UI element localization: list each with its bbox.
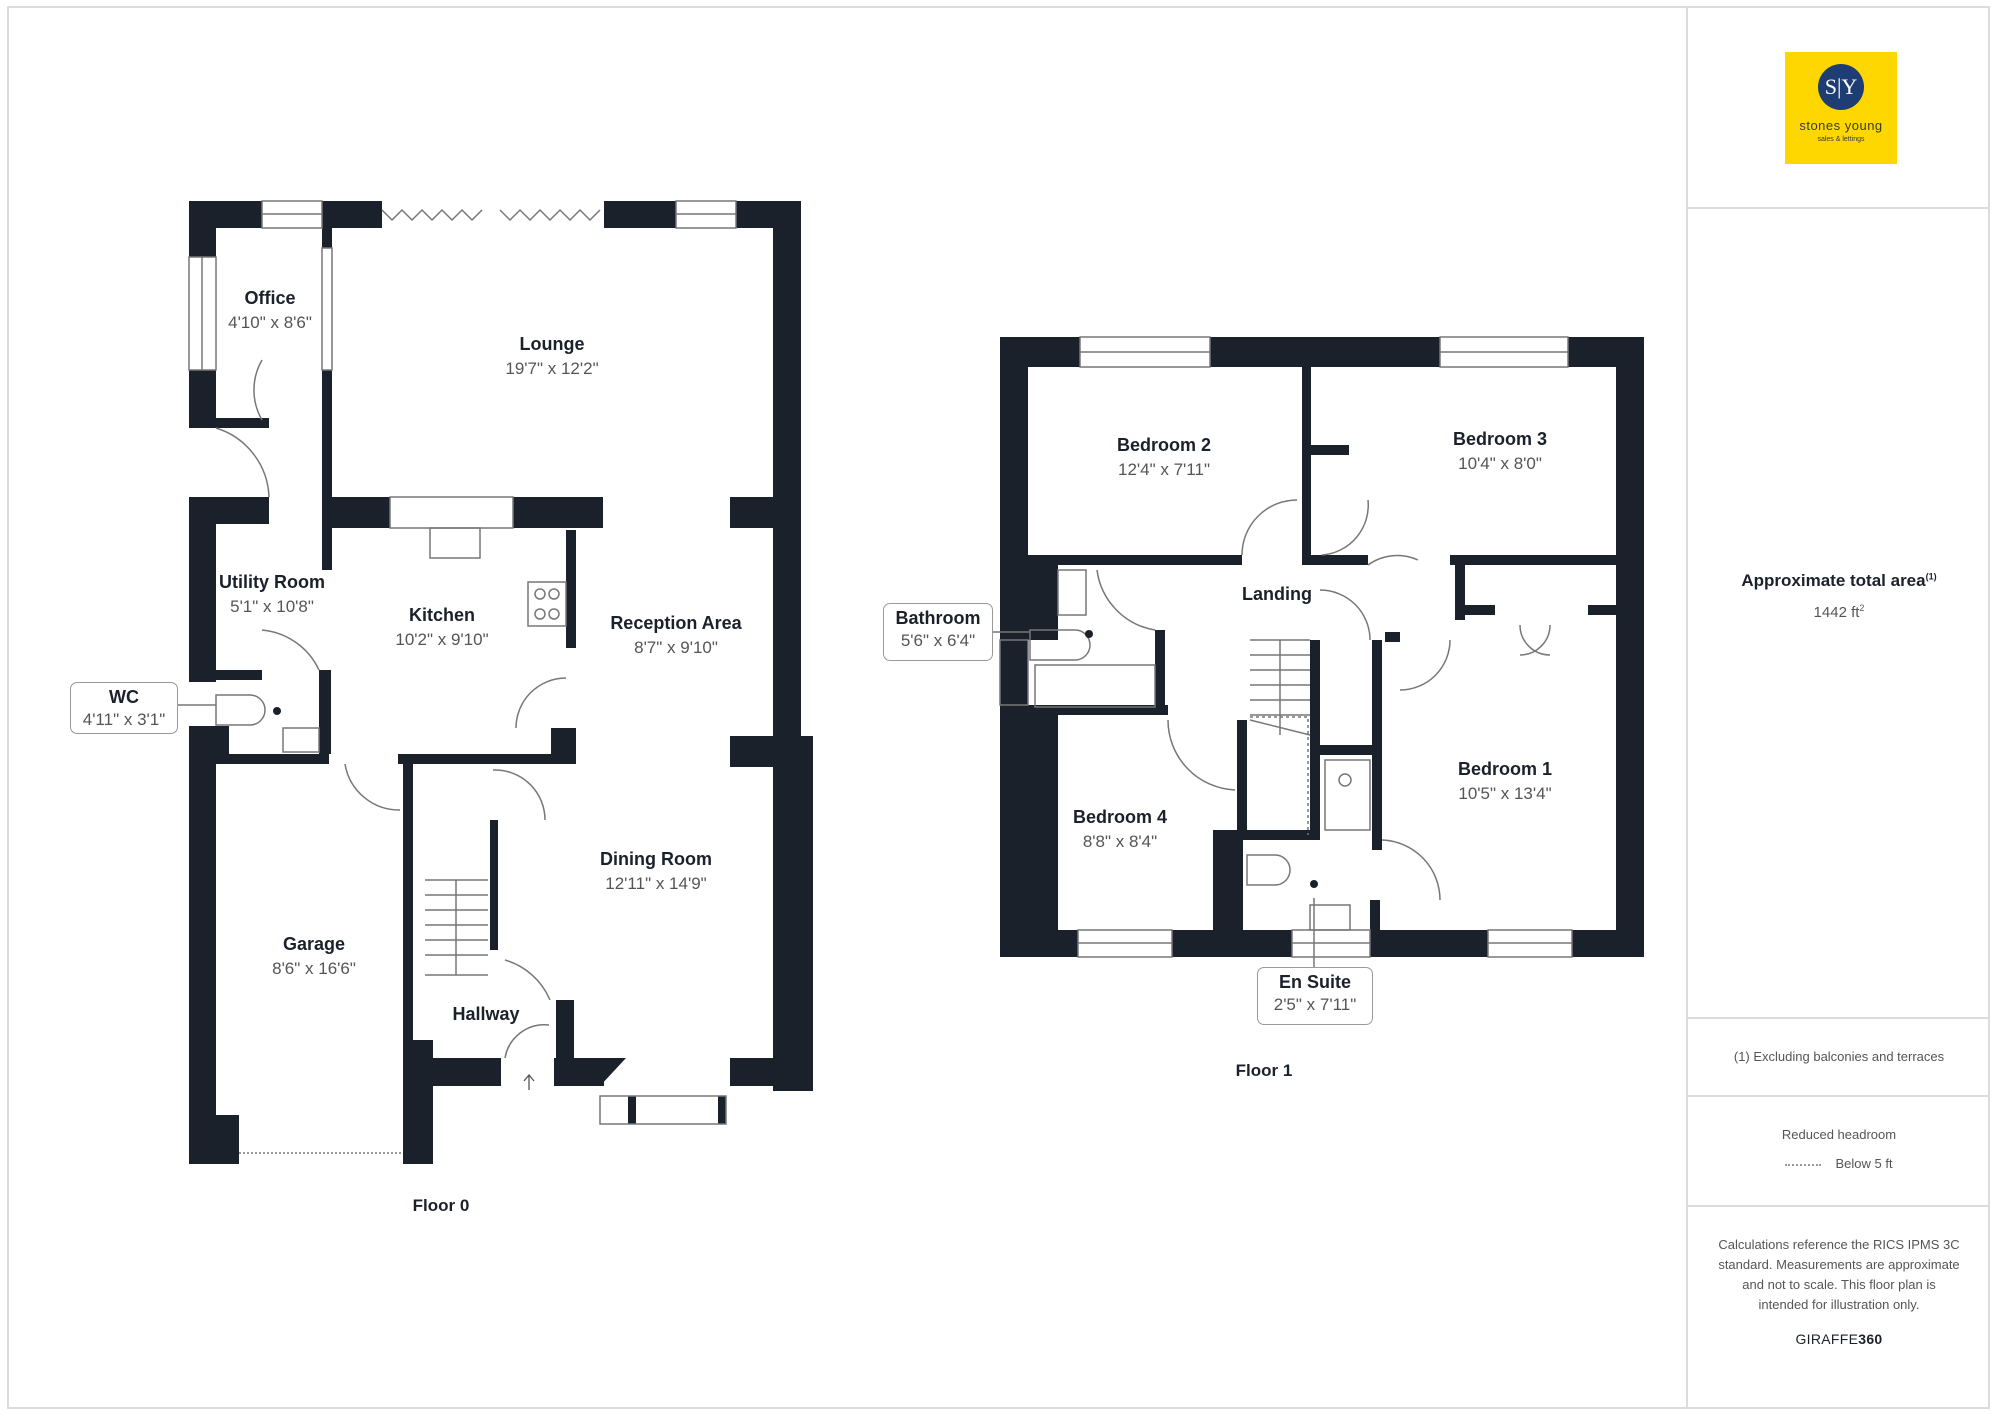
room-dims: 8'7" x 9'10" [634, 638, 718, 657]
room-name: Landing [1242, 584, 1312, 604]
area-unit-sup: 2 [1859, 603, 1865, 613]
room-name: Garage [282, 934, 346, 954]
room-name: Bedroom 3 [1452, 429, 1548, 449]
provider-prefix: GIRAFFE [1795, 1331, 1859, 1347]
logo-monogram: S|Y [1818, 64, 1864, 110]
room-dims: 5'6" x 6'4" [900, 631, 976, 650]
disclaimer-text: Calculations reference the RICS IPMS 3C … [1718, 1237, 1960, 1312]
page-frame [7, 6, 1990, 1409]
room-label-reception-area: Reception Area 8'7" x 9'10" [610, 613, 741, 658]
room-name: En Suite [1278, 972, 1351, 992]
room-name: Office [244, 288, 296, 308]
room-name: Hallway [452, 1004, 520, 1024]
room-label-hallway: Hallway [452, 1004, 519, 1025]
dotted-line-icon [1785, 1163, 1822, 1166]
room-label-lounge: Lounge 19'7" x 12'2" [505, 334, 598, 379]
room-label-garage: Garage 8'6" x 16'6" [272, 934, 356, 979]
headroom-legend: Below 5 ft [1688, 1156, 1990, 1171]
room-label-bedroom-4: Bedroom 4 8'8" x 8'4" [1073, 807, 1167, 852]
logo-section: S|Y stones young sales & lettings [1688, 6, 1990, 209]
room-callout-en-suite: En Suite 2'5" x 7'11" [1257, 967, 1373, 1025]
room-name: Bathroom [895, 608, 981, 628]
room-label-office: Office 4'10" x 8'6" [228, 288, 312, 333]
room-dims: 8'6" x 16'6" [272, 959, 356, 978]
room-dims: 4'11" x 3'1" [82, 710, 166, 729]
room-name: Bedroom 4 [1072, 807, 1168, 827]
room-name: WC [109, 687, 139, 707]
area-footnote-marker: (1) [1925, 571, 1937, 582]
room-dims: 12'11" x 14'9" [605, 874, 707, 893]
room-label-utility-room: Utility Room 5'1" x 10'8" [219, 572, 325, 617]
room-dims: 5'1" x 10'8" [230, 597, 314, 616]
floor-0-windows [188, 200, 737, 1154]
room-dims: 12'4" x 7'11" [1118, 460, 1210, 479]
room-name: Bedroom 1 [1457, 759, 1553, 779]
headroom-section: Reduced headroom Below 5 ft [1688, 1097, 1990, 1207]
info-sidebar: S|Y stones young sales & lettings Approx… [1686, 6, 1990, 1409]
disclaimer-section: Calculations reference the RICS IPMS 3C … [1688, 1207, 1990, 1409]
footnote-text: (1) Excluding balconies and terraces [1733, 1049, 1945, 1064]
provider-suffix: 360 [1858, 1331, 1883, 1347]
room-name: Utility Room [219, 572, 325, 592]
room-callout-bathroom: Bathroom 5'6" x 6'4" [883, 603, 993, 661]
room-dims: 10'5" x 13'4" [1458, 784, 1552, 803]
headroom-title: Reduced headroom [1781, 1127, 1897, 1142]
provider-brand: GIRAFFE360 [1688, 1331, 1990, 1347]
room-dims: 2'5" x 7'11" [1273, 995, 1357, 1014]
room-name: Lounge [519, 334, 585, 354]
floor-1-label: Floor 1 [1235, 1061, 1293, 1080]
entrance-arrow-icon [523, 1073, 535, 1090]
room-label-landing: Landing [1242, 584, 1312, 605]
area-section: Approximate total area(1) 1442 ft2 [1688, 209, 1990, 1019]
room-dims: 10'4" x 8'0" [1458, 454, 1542, 473]
floor-1-walls [1000, 337, 1644, 957]
area-title: Approximate total area(1) [1688, 571, 1990, 591]
room-dims: 8'8" x 8'4" [1082, 832, 1158, 851]
logo-tagline: sales & lettings [1817, 136, 1865, 143]
room-name: Bedroom 2 [1116, 435, 1212, 455]
room-dims: 10'2" x 9'10" [395, 630, 489, 649]
area-title-text: Approximate total area [1741, 571, 1926, 590]
room-label-bedroom-1: Bedroom 1 10'5" x 13'4" [1458, 759, 1552, 804]
stones-young-logo: S|Y stones young sales & lettings [1785, 52, 1897, 164]
room-name: Dining Room [600, 849, 712, 869]
room-label-bedroom-3: Bedroom 3 10'4" x 8'0" [1453, 429, 1547, 474]
area-value: 1442 ft2 [1688, 603, 1990, 621]
room-callout-wc: WC 4'11" x 3'1" [70, 682, 178, 734]
room-dims: 4'10" x 8'6" [228, 313, 312, 332]
floor-0-label: Floor 0 [412, 1196, 470, 1215]
room-label-dining-room: Dining Room 12'11" x 14'9" [600, 849, 712, 894]
floor-0-walls [189, 201, 813, 1164]
room-dims: 19'7" x 12'2" [505, 359, 599, 378]
headroom-legend-text: Below 5 ft [1835, 1156, 1893, 1171]
footnote-section: (1) Excluding balconies and terraces [1688, 1019, 1990, 1097]
room-label-bedroom-2: Bedroom 2 12'4" x 7'11" [1117, 435, 1211, 480]
area-value-text: 1442 ft [1813, 604, 1860, 621]
room-name: Kitchen [408, 605, 476, 625]
floor-1-windows [999, 336, 1573, 975]
room-label-kitchen: Kitchen 10'2" x 9'10" [395, 605, 488, 650]
logo-name: stones young [1799, 118, 1883, 133]
room-name: Reception Area [610, 613, 742, 633]
floor-plan-drawing [178, 200, 1644, 1164]
